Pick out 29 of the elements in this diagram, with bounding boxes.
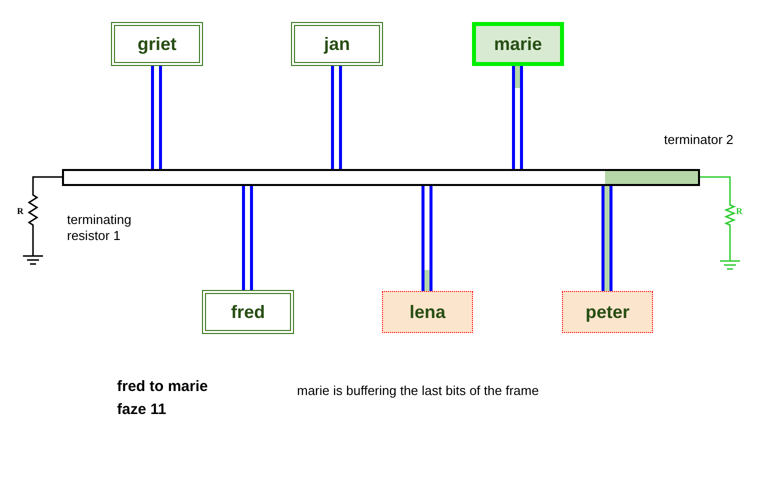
resistor-symbol [14,190,44,266]
station-name: fred [230,302,265,322]
station-box [382,291,473,333]
cable [151,64,162,170]
resistor-label: R [736,206,742,216]
note-text: faze 11 [117,402,166,418]
station-box [291,22,383,66]
station-name: griet [137,34,176,54]
station-name: jan [324,34,350,54]
station-name: lena [409,302,446,322]
note-text: terminating resistor 1 [67,212,132,244]
station-box [472,22,564,66]
note-text: terminator 2 [664,132,734,148]
station-box [202,290,294,334]
station-box [562,291,653,333]
cable [602,184,612,292]
station-name: peter [585,302,630,322]
wire [700,176,731,198]
station-name: marie [494,34,542,54]
cable [422,184,432,292]
cable [331,64,342,170]
resistor-label: R [17,206,24,216]
note-text: fred to marie [117,379,208,395]
cable [242,184,253,292]
station-box [111,22,203,66]
wire [32,176,62,190]
bus-bar [62,169,700,186]
note-text: marie is buffering the last bits of the frame [297,383,539,399]
cable [512,64,523,170]
